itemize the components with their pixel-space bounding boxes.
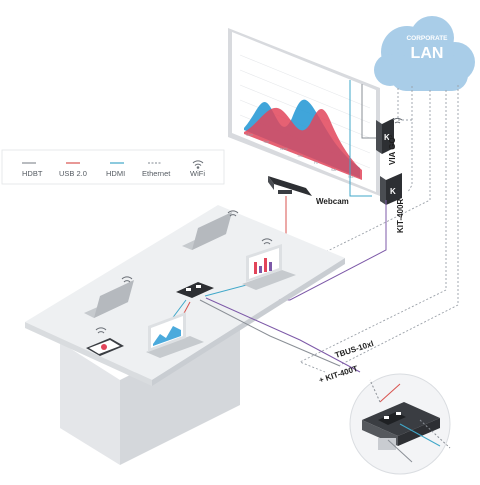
legend-hdmi: HDMI xyxy=(106,162,125,178)
kit-400r-device: K KIT-400R xyxy=(380,173,405,233)
cloud-label-line2: LAN xyxy=(411,45,444,62)
laptop-bar-chart xyxy=(242,238,296,290)
legend-usb: USB 2.0 xyxy=(59,162,87,178)
wifi-icon xyxy=(121,276,133,283)
via-go-label: VIA GO² xyxy=(388,134,397,165)
legend-wifi-label: WiFi xyxy=(190,169,205,178)
cloud-label-line1: CORPORATE xyxy=(406,35,448,42)
tick-2: Wed xyxy=(280,147,287,151)
tick-1: Tue xyxy=(263,140,269,144)
wifi-icon xyxy=(95,327,107,334)
webcam-label: Webcam xyxy=(316,197,349,206)
wifi-icon xyxy=(261,238,273,245)
tbus-device-closeup xyxy=(362,402,440,450)
legend-usb-label: USB 2.0 xyxy=(59,169,87,178)
wifi-icon xyxy=(192,160,204,169)
legend-hdbt-label: HDBT xyxy=(22,169,43,178)
tablet xyxy=(86,327,124,356)
legend: HDBT USB 2.0 HDMI Ethernet WiFi xyxy=(1,149,225,185)
kit-400r-label: KIT-400R xyxy=(396,199,405,233)
svg-text:K: K xyxy=(384,133,390,142)
webcam: Webcam xyxy=(268,176,349,206)
corporate-lan-cloud: CORPORATE LAN xyxy=(374,16,475,91)
tick-6: Sun xyxy=(348,175,354,179)
tick-4: Fri xyxy=(314,161,318,165)
legend-wifi: WiFi xyxy=(190,160,205,178)
tick-3: Thu xyxy=(297,154,303,158)
display-screen: Mon Tue Wed Thu Fri Sat Sun xyxy=(228,28,380,196)
laptop-line-chart xyxy=(146,312,204,358)
ethernet-cables xyxy=(247,85,459,373)
svg-text:K: K xyxy=(390,187,396,196)
tbus-callout: TBUS-10xl + KIT-400T xyxy=(318,339,451,475)
laptop-back-right xyxy=(182,210,239,250)
wifi-icon xyxy=(227,210,239,217)
tick-0: Mon xyxy=(246,133,253,137)
legend-hdbt: HDBT xyxy=(22,162,43,178)
tbus-label-line2: + KIT-400T xyxy=(318,364,359,385)
legend-ethernet-label: Ethernet xyxy=(142,169,171,178)
legend-ethernet: Ethernet xyxy=(142,162,171,178)
laptop-back-left xyxy=(84,276,134,318)
via-go-device: K VIA GO² xyxy=(376,117,403,165)
legend-hdmi-label: HDMI xyxy=(106,169,125,178)
tbus-label-line1: TBUS-10xl xyxy=(334,339,375,360)
wifi-icon xyxy=(392,117,403,124)
tick-5: Sat xyxy=(331,168,336,172)
table-connection-box xyxy=(176,282,214,298)
screen-chart-red-area xyxy=(244,107,362,180)
screen-chart-x-ticks: Mon Tue Wed Thu Fri Sat Sun xyxy=(246,133,354,179)
